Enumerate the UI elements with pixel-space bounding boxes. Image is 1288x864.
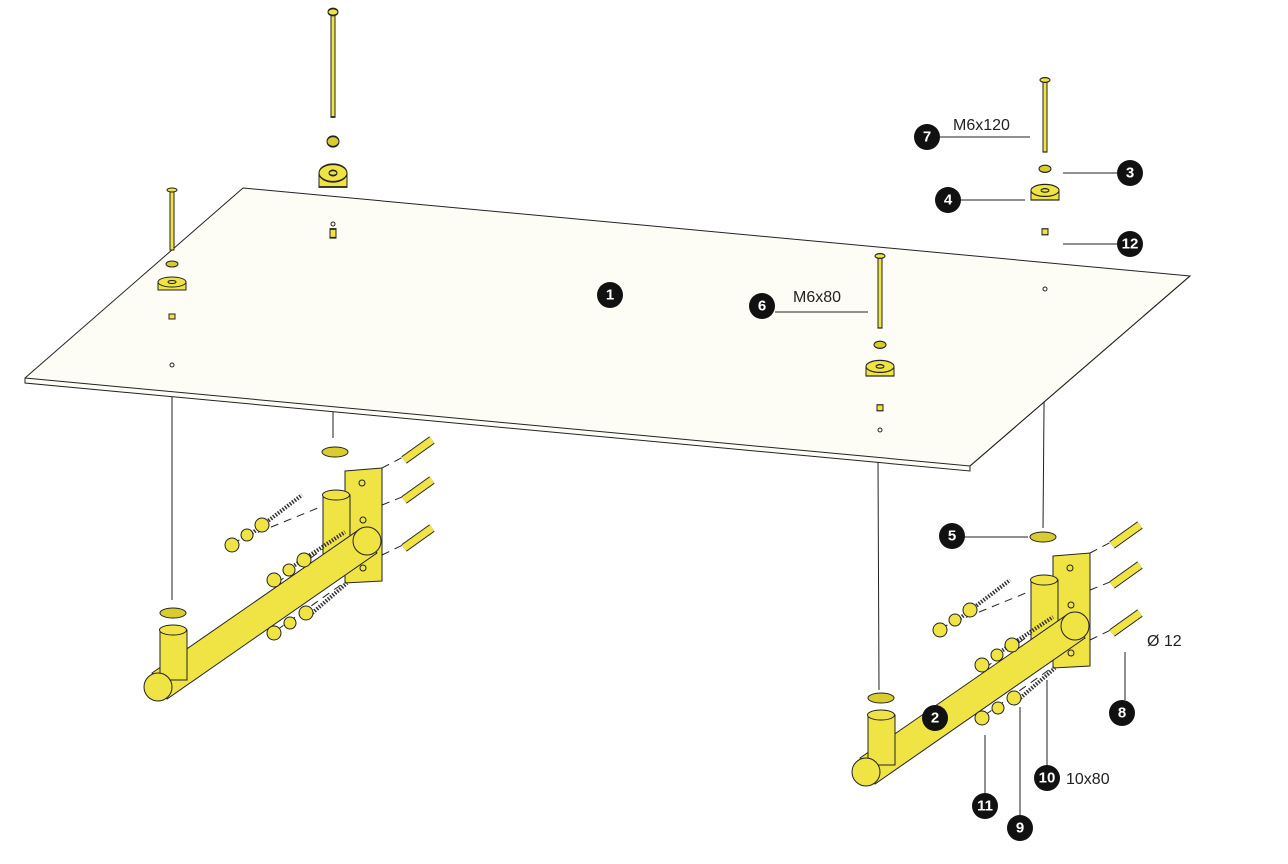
svg-text:6: 6 (758, 298, 766, 315)
callout-8: 8 (1109, 700, 1135, 726)
hole (330, 221, 336, 227)
callout-9: 9 (1007, 815, 1033, 841)
svg-text:8: 8 (1118, 705, 1126, 722)
svg-text:12: 12 (1122, 236, 1139, 253)
guide-line (877, 461, 880, 691)
svg-text:2: 2 (931, 710, 939, 727)
callout-5: 5 (939, 523, 965, 549)
bolt-stack-right (1030, 76, 1060, 236)
svg-text:10: 10 (1039, 770, 1056, 787)
label-bolt-long: M6x120 (953, 117, 1010, 134)
label-anchor-diameter: Ø 12 (1147, 633, 1182, 650)
callout-7: 7 (914, 124, 940, 150)
leader-lines (775, 136, 1126, 815)
callout-11: 11 (972, 793, 998, 819)
svg-text:4: 4 (944, 192, 953, 209)
wall-bracket-left (144, 440, 432, 701)
callout-6: 6 (749, 293, 775, 319)
svg-text:7: 7 (923, 129, 931, 146)
hole (877, 427, 883, 433)
hole (169, 362, 175, 368)
svg-text:9: 9 (1016, 820, 1024, 837)
callout-10: 10 (1034, 765, 1060, 791)
callout-12: 12 (1117, 231, 1143, 257)
table-top-board (24, 187, 1192, 472)
svg-text:5: 5 (948, 528, 956, 545)
callout-3: 3 (1117, 160, 1143, 186)
label-wood-screw: 10x80 (1066, 771, 1110, 788)
svg-text:11: 11 (977, 798, 993, 815)
svg-text:1: 1 (606, 287, 614, 304)
hole (1042, 286, 1048, 292)
callout-4: 4 (935, 187, 961, 213)
label-bolt-short: M6x80 (793, 289, 841, 306)
wall-bracket-right (852, 525, 1140, 786)
svg-text:3: 3 (1126, 165, 1134, 182)
callout-1: 1 (597, 282, 623, 308)
callout-2: 2 (922, 705, 948, 731)
